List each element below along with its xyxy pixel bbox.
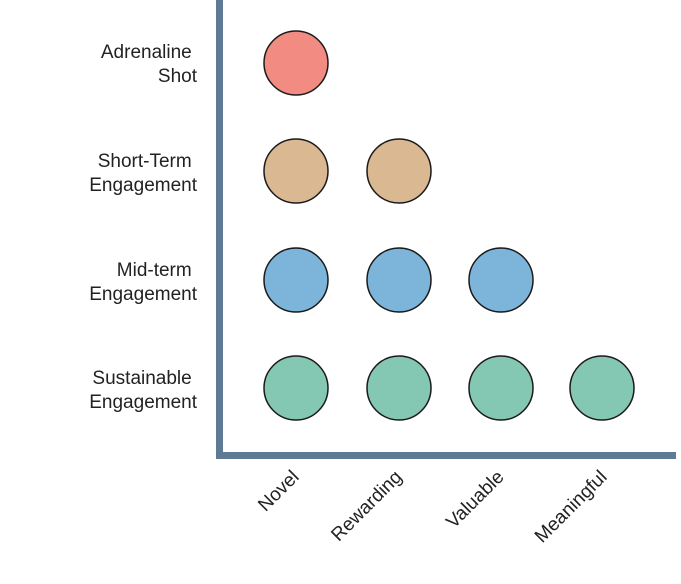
column-label-valuable: Valuable: [442, 467, 508, 533]
row-label-adrenaline-shot: Adrenaline Shot: [101, 42, 198, 87]
circle-row2-col1: [263, 138, 329, 204]
axes: [216, 0, 676, 459]
y-axis: [216, 0, 223, 459]
circle-row1-col1: [263, 30, 329, 96]
column-label-rewarding: Rewarding: [327, 467, 406, 546]
row-label-sustainable-engagement: Sustainable Engagement: [89, 368, 197, 413]
column-label-meaningful: Meaningful: [531, 467, 612, 548]
circle-row3-col3: [468, 247, 534, 313]
circle-row4-col4: [569, 355, 635, 421]
circle-row4-col2: [366, 355, 432, 421]
circle-row4-col3: [468, 355, 534, 421]
circles: [263, 30, 635, 421]
column-label-novel: Novel: [254, 467, 303, 516]
row-label-short-term-engagement: Short-Term Engagement: [89, 151, 197, 196]
circle-row3-col2: [366, 247, 432, 313]
row-label-mid-term-engagement: Mid-term Engagement: [89, 260, 197, 305]
column-labels: Novel Rewarding Valuable Meaningful: [254, 467, 611, 548]
x-axis: [216, 452, 676, 459]
row-labels: Adrenaline Shot Short-Term Engagement Mi…: [89, 42, 197, 413]
circle-row3-col1: [263, 247, 329, 313]
circle-row2-col2: [366, 138, 432, 204]
circle-row4-col1: [263, 355, 329, 421]
